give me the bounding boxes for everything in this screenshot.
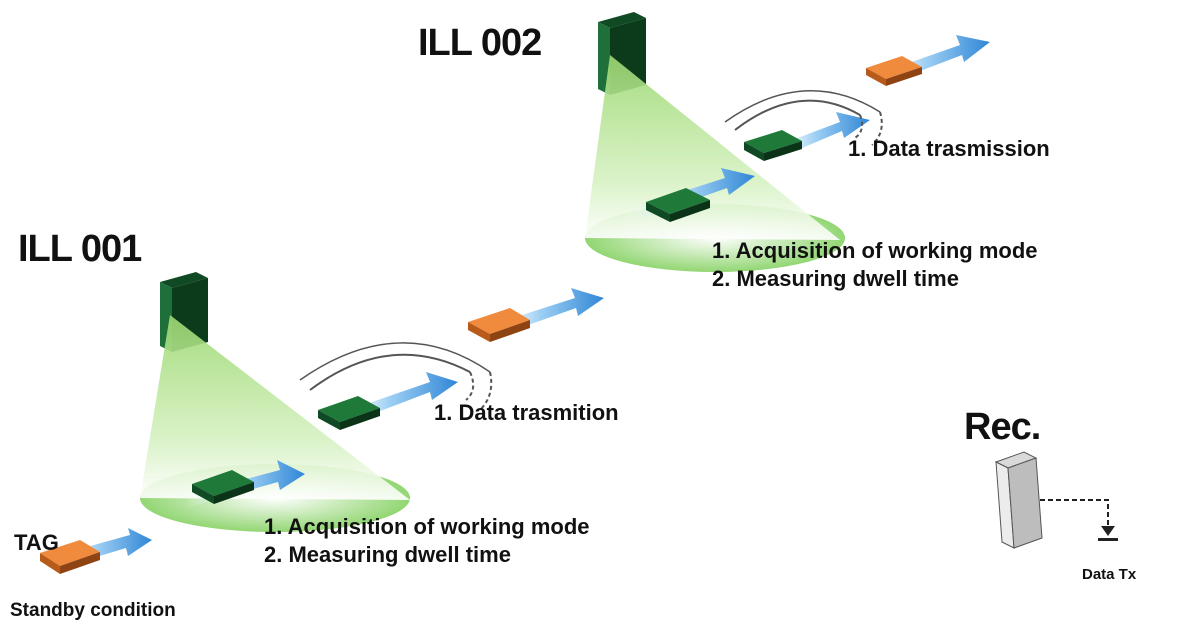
tag-exit xyxy=(866,56,922,86)
transmission-waves-1 xyxy=(299,342,493,411)
ill001-transmit-label: 1. Data trasmition xyxy=(434,400,619,425)
data-tx-connector xyxy=(1040,499,1118,541)
wave-arc xyxy=(724,90,881,123)
down-arrow-icon xyxy=(1101,526,1115,536)
reader-ill002-back xyxy=(598,12,646,28)
wave-arc xyxy=(854,114,864,139)
tag-standby xyxy=(40,540,100,574)
reader-ill001-back xyxy=(160,272,208,288)
receiver-side xyxy=(1007,457,1043,549)
wave-arc xyxy=(479,371,493,411)
tag-label: TAG xyxy=(14,530,59,555)
field-cone-ill001-shape xyxy=(140,315,410,500)
wave-arc xyxy=(734,99,861,131)
wave-arc xyxy=(465,371,475,401)
tag-transmitting-1 xyxy=(318,396,380,430)
receiver xyxy=(994,451,1043,549)
tag-transmitting-2 xyxy=(744,130,802,161)
field-cone-ill002 xyxy=(585,55,845,272)
tag-between-zones xyxy=(468,308,530,342)
tag-in-field-ill002 xyxy=(646,188,710,222)
tag-in-field-ill001 xyxy=(192,470,254,504)
reader-ill002-label: ILL 002 xyxy=(418,22,542,64)
ill002-step2-label: 2. Measuring dwell time xyxy=(712,266,959,291)
wave-arc xyxy=(309,353,471,391)
wave-arc xyxy=(871,111,883,146)
ill002-transmit-label: 1. Data trasmission xyxy=(848,136,1050,161)
wave-arc xyxy=(299,342,491,381)
receiver-label: Rec. xyxy=(964,406,1041,448)
ill001-step1-label: 1. Acquisition of working mode xyxy=(264,514,590,539)
reader-ill002-body xyxy=(598,22,610,95)
data-tx-label: Data Tx xyxy=(1082,566,1137,583)
ill002-step1-label: 1. Acquisition of working mode xyxy=(712,238,1038,263)
transmission-waves-2 xyxy=(724,90,883,146)
ill001-step2-label: 2. Measuring dwell time xyxy=(264,542,511,567)
field-cone-ill002-shape xyxy=(585,55,840,240)
standby-label: Standby condition xyxy=(10,600,176,621)
reader-ill001-label: ILL 001 xyxy=(18,228,142,270)
